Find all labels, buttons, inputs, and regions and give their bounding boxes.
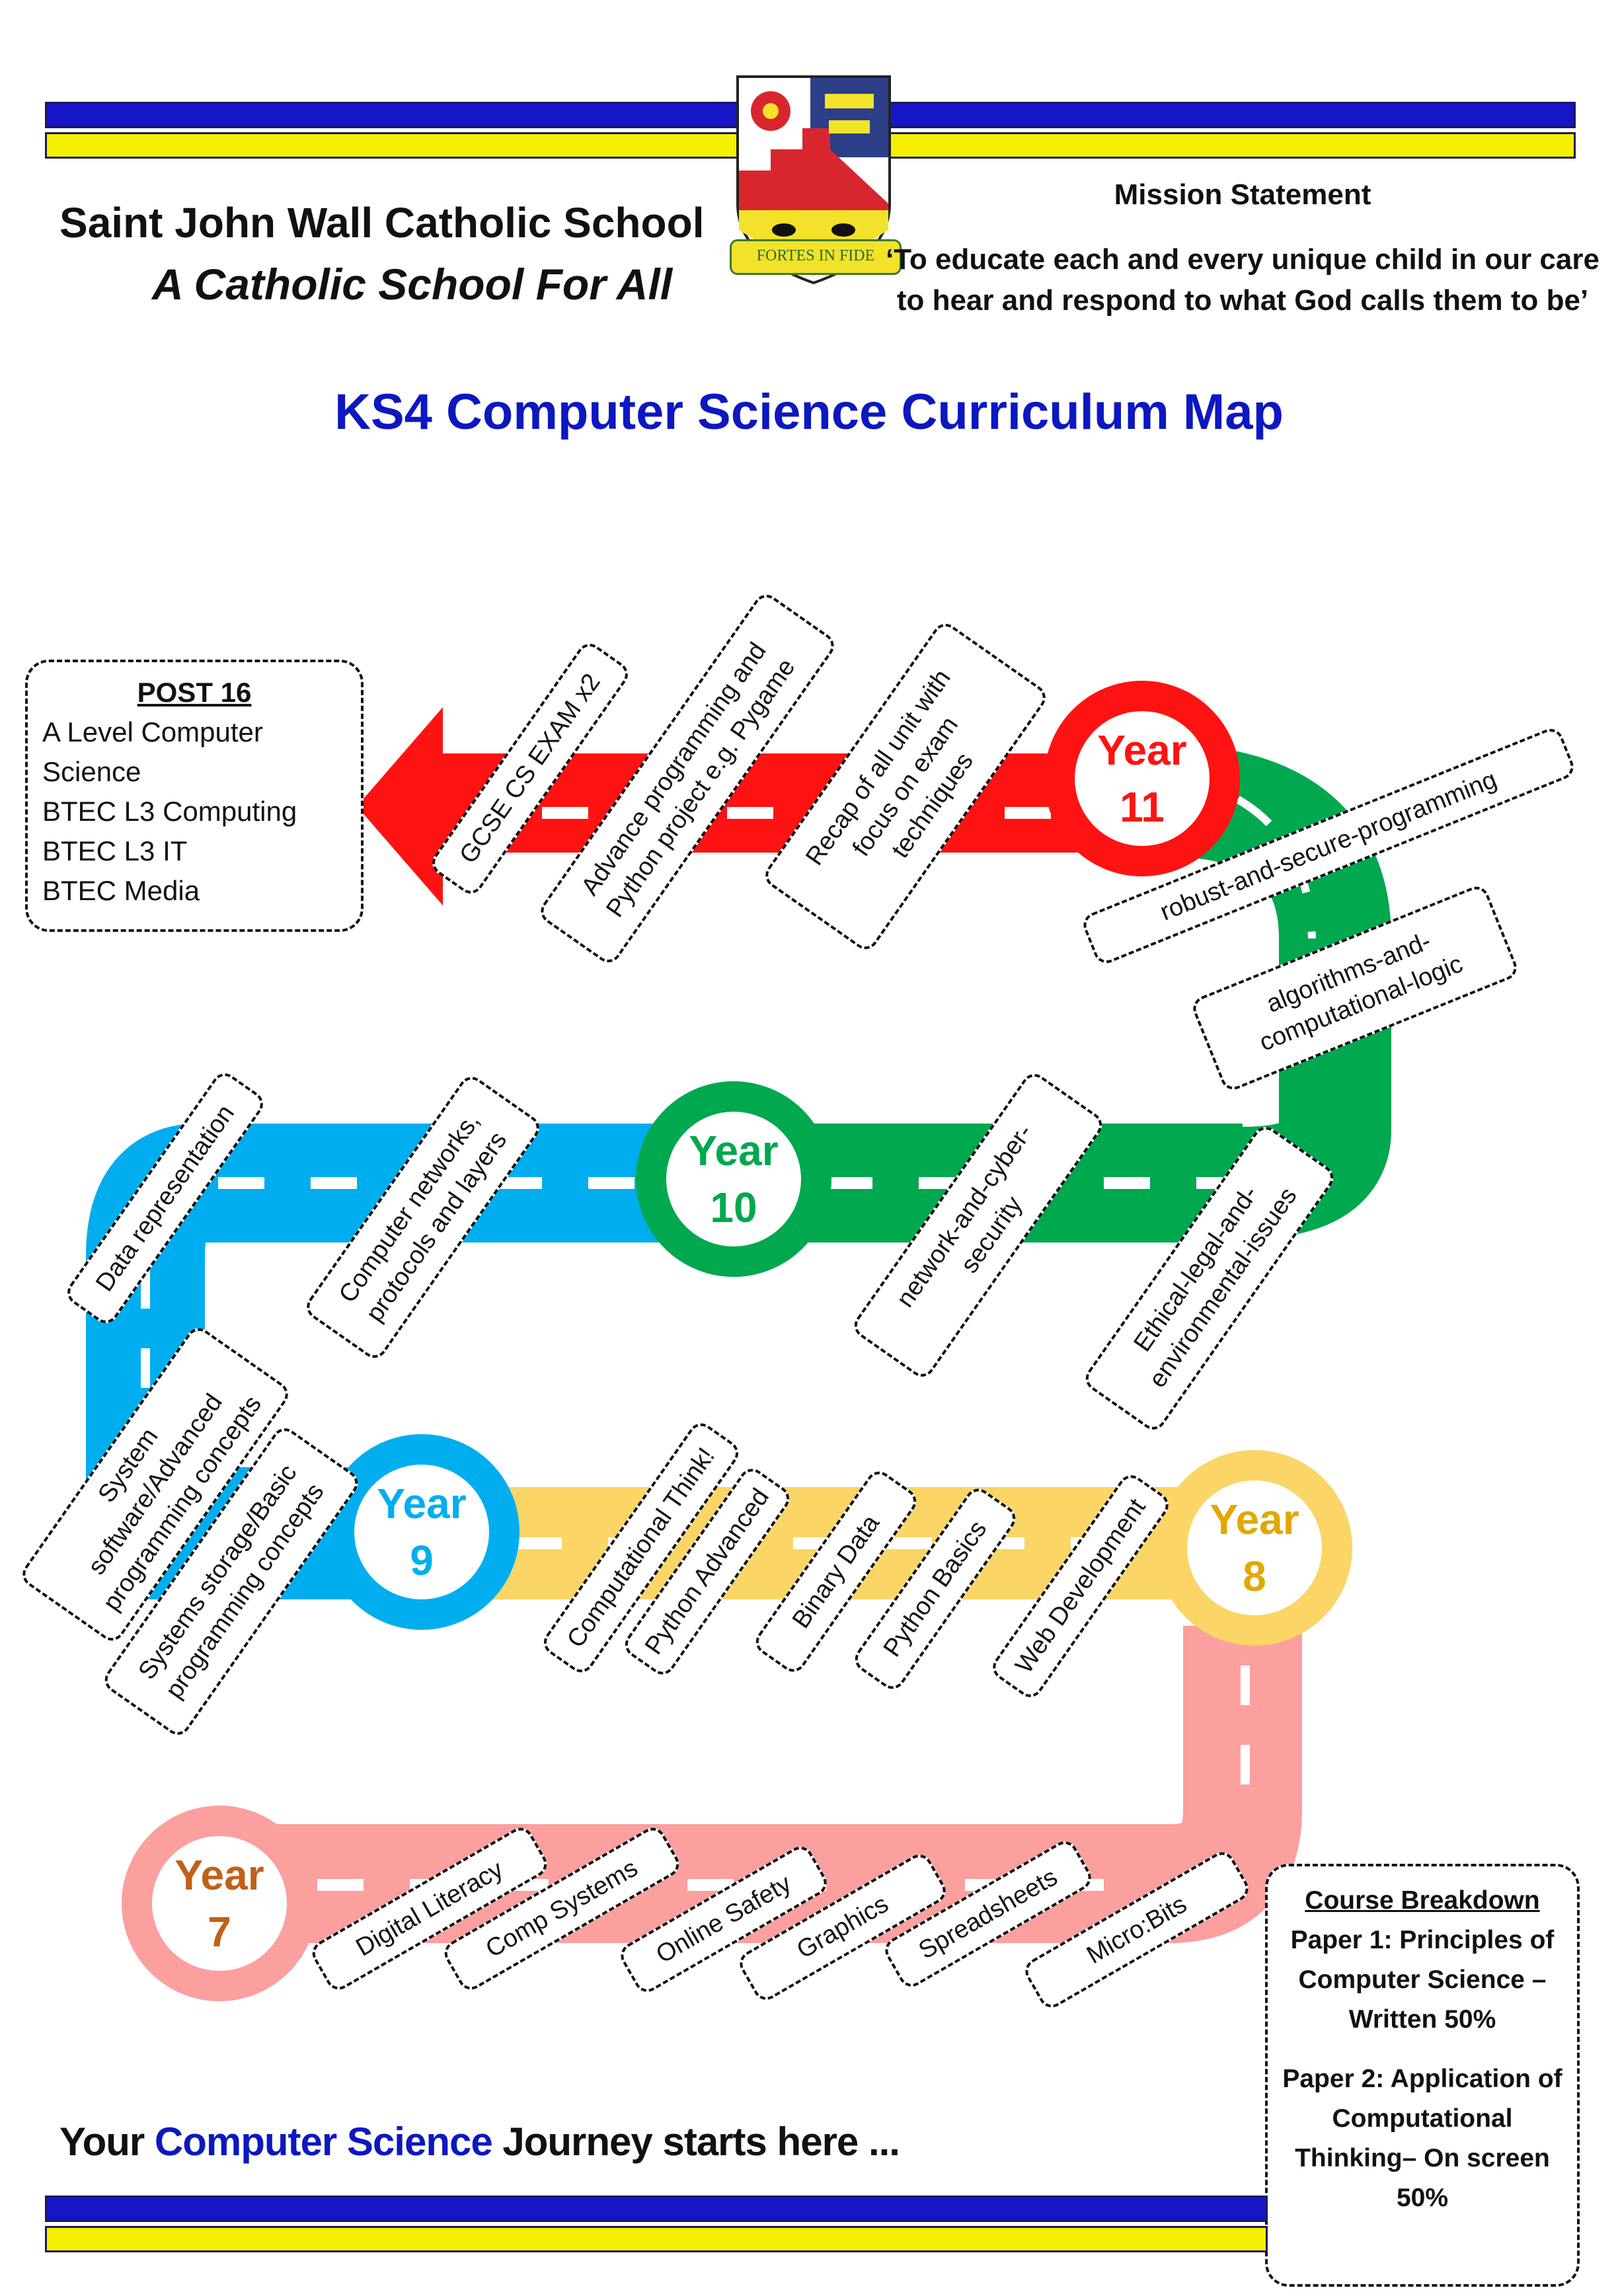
school-tagline: A Catholic School For All bbox=[152, 260, 673, 309]
year-8-circle bbox=[1157, 1450, 1352, 1646]
school-crest-logo bbox=[736, 75, 891, 285]
course-breakdown-box: Course Breakdown Paper 1: Principles of … bbox=[1265, 1864, 1580, 2287]
year-11-label: Year 11 bbox=[1076, 722, 1208, 835]
mission-statement-text: ‘To educate each and every unique child … bbox=[886, 243, 1599, 317]
paper-2-description: Paper 2: Application of Computational Th… bbox=[1282, 2065, 1562, 2212]
page-title: KS4 Computer Science Curriculum Map bbox=[334, 384, 1284, 440]
footer-band-blue bbox=[45, 2196, 1268, 2222]
year-9-circle bbox=[324, 1434, 520, 1630]
year-7-number: 7 bbox=[208, 1908, 231, 1956]
post16-box: POST 16 A Level Computer Science BTEC L3… bbox=[25, 660, 364, 932]
journey-suffix: Journey starts here ... bbox=[492, 2120, 900, 2164]
year-10-number: 10 bbox=[710, 1184, 757, 1231]
crest-motto-ribbon: FORTES IN FIDE bbox=[730, 239, 902, 275]
year-10-circle bbox=[636, 1081, 831, 1277]
year-11-word: Year bbox=[1097, 726, 1187, 774]
year-7-circle bbox=[122, 1806, 317, 2001]
spacer bbox=[1280, 2040, 1565, 2059]
year-10-word: Year bbox=[689, 1127, 779, 1174]
course-breakdown-title: Course Breakdown bbox=[1305, 1886, 1540, 1915]
journey-statement: Your Computer Science Journey starts her… bbox=[59, 2119, 1117, 2164]
year-10-label: Year 10 bbox=[668, 1122, 800, 1236]
post16-item: BTEC Media bbox=[42, 875, 200, 906]
road-pink-connector bbox=[238, 1626, 1302, 1943]
year-8-number: 8 bbox=[1243, 1552, 1266, 1600]
year-9-word: Year bbox=[377, 1480, 467, 1527]
year-7-label: Year 7 bbox=[153, 1847, 286, 1960]
arrow-post16 bbox=[357, 707, 443, 905]
post16-item: A Level Computer Science bbox=[42, 716, 263, 787]
paper-1-description: Paper 1: Principles of Computer Science … bbox=[1290, 1926, 1555, 2034]
year-9-label: Year 9 bbox=[356, 1475, 488, 1589]
mission-statement-title: Mission Statement bbox=[1114, 178, 1371, 211]
footer-band-yellow bbox=[45, 2226, 1268, 2252]
post16-item: BTEC L3 Computing bbox=[42, 796, 297, 827]
year-7-word: Year bbox=[174, 1851, 264, 1899]
post16-item: BTEC L3 IT bbox=[42, 835, 188, 866]
year-8-word: Year bbox=[1210, 1496, 1299, 1543]
year-11-circle bbox=[1044, 681, 1240, 876]
post16-title: POST 16 bbox=[137, 677, 252, 708]
school-name: Saint John Wall Catholic School bbox=[59, 199, 705, 247]
year-11-number: 11 bbox=[1120, 783, 1165, 831]
journey-prefix: Your bbox=[59, 2120, 155, 2164]
year-8-label: Year 8 bbox=[1188, 1491, 1321, 1605]
journey-highlight: Computer Science bbox=[154, 2120, 493, 2164]
year-9-number: 9 bbox=[410, 1537, 434, 1584]
